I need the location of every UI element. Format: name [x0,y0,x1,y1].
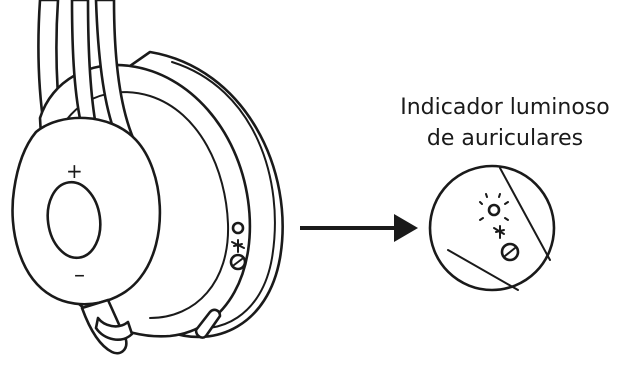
side-controls [194,221,247,339]
bluetooth-icon [231,239,245,253]
microphone-boom [80,298,134,355]
headset-light-icon [487,203,501,217]
magnifier-circle [428,164,556,292]
headset-light-icon [231,221,245,235]
callout-line-1: Indicador luminoso [400,95,610,120]
earcup-faceplate: + – [11,116,162,306]
boom-slot [194,308,222,339]
callout-line-2: de auriculares [426,126,584,151]
volume-down-icon: – [74,263,85,288]
volume-up-icon: + [66,159,83,183]
bluetooth-icon [493,225,505,239]
callout-label: Indicador luminoso de auriculares [382,92,628,154]
arrow-icon [300,214,418,242]
